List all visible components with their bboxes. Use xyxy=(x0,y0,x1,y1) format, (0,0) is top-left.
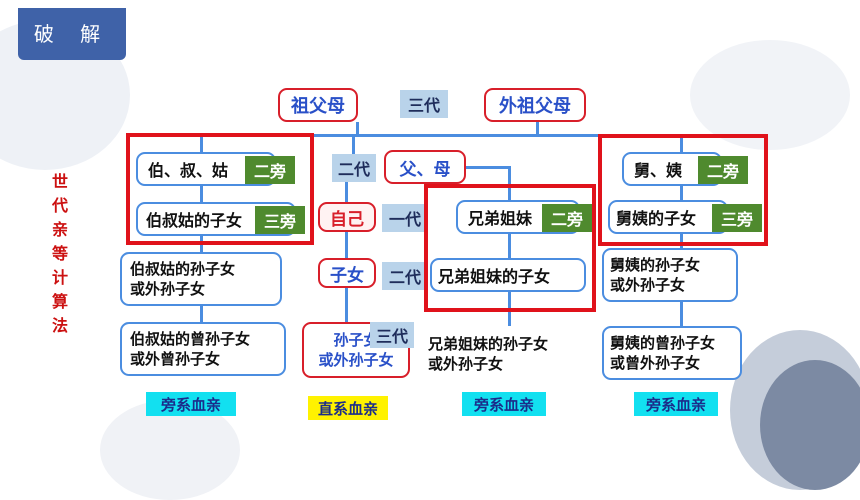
connector-line xyxy=(680,184,683,200)
generation-label: 三代 xyxy=(400,90,448,118)
node-label: 兄弟姐妹 xyxy=(468,209,533,228)
caption-collateral: 旁系血亲 xyxy=(634,392,718,416)
node-label: 孙子女 或外孙子女 xyxy=(318,331,394,369)
connector-line xyxy=(356,122,359,136)
tag-third-collateral: 三旁 xyxy=(712,204,762,232)
connector-line xyxy=(130,134,730,137)
tag-second-collateral: 二旁 xyxy=(542,204,592,232)
node-label: 伯叔姑的子女 xyxy=(146,211,243,230)
connector-line xyxy=(536,122,539,136)
background-blob xyxy=(100,400,240,500)
side-title: 世代亲等计算法 xyxy=(51,172,68,335)
highlight-frame xyxy=(598,134,768,246)
node-label: 兄弟姐妹的孙子女 或外孙子女 xyxy=(428,335,549,373)
node-label: 伯叔姑的孙子女 或外孙子女 xyxy=(130,260,236,298)
node-grandparents: 祖父母 xyxy=(278,88,358,122)
node-label: 舅、姨 xyxy=(634,161,683,180)
connector-line xyxy=(352,134,355,164)
generation-label: 二代 xyxy=(332,154,376,182)
node-maternal-great-grandchildren: 舅姨的曾孙子女 或曾外孙子女 xyxy=(602,326,742,380)
connector-line xyxy=(345,182,348,204)
connector-line xyxy=(345,288,348,322)
connector-line xyxy=(680,134,683,154)
highlight-frame xyxy=(424,184,596,312)
generation-label: 三代 xyxy=(370,322,414,348)
connector-line xyxy=(200,134,203,154)
connector-line xyxy=(345,232,348,258)
node-label: 伯、叔、姑 xyxy=(148,161,229,180)
node-label: 舅姨的孙子女 或外孙子女 xyxy=(610,256,701,294)
caption-lineal: 直系血亲 xyxy=(308,396,388,420)
node-label: 舅姨的子女 xyxy=(616,209,697,228)
node-maternal-children: 舅姨的子女 xyxy=(608,200,728,234)
caption-collateral: 旁系血亲 xyxy=(146,392,236,416)
background-blob xyxy=(760,360,860,490)
node-uncles-aunts-great-grandchildren: 伯叔姑的曾孙子女 或外曾孙子女 xyxy=(120,322,286,376)
connector-line xyxy=(680,234,683,248)
highlight-frame xyxy=(126,133,314,245)
node-siblings-grandchildren: 兄弟姐妹的孙子女 或外孙子女 xyxy=(420,326,584,382)
caption-collateral: 旁系血亲 xyxy=(462,392,546,416)
node-label: 兄弟姐妹的子女 xyxy=(438,267,551,286)
generation-label: 一代 xyxy=(382,204,428,232)
generation-label: 二代 xyxy=(382,262,428,290)
node-uncles-aunts-grandchildren: 伯叔姑的孙子女 或外孙子女 xyxy=(120,252,282,306)
node-label: 伯叔姑的曾孙子女 或外曾孙子女 xyxy=(130,330,251,368)
node-siblings-children: 兄弟姐妹的子女 xyxy=(430,258,586,292)
banner-title: 破 解 xyxy=(18,8,126,60)
connector-line xyxy=(508,232,511,260)
node-parents: 父、母 xyxy=(384,150,466,184)
node-label: 舅姨的曾孙子女 或曾外孙子女 xyxy=(610,334,716,372)
connector-line xyxy=(200,184,203,202)
node-maternal-grandchildren: 舅姨的孙子女 或外孙子女 xyxy=(602,248,738,302)
node-maternal-grandparents: 外祖父母 xyxy=(484,88,586,122)
background-blob xyxy=(690,40,850,150)
tag-third-collateral: 三旁 xyxy=(255,206,305,234)
tag-second-collateral: 二旁 xyxy=(698,156,748,184)
connector-line xyxy=(466,166,510,169)
node-children: 子女 xyxy=(318,258,376,288)
node-self: 自己 xyxy=(318,202,376,232)
tag-second-collateral: 二旁 xyxy=(245,156,295,184)
connector-line xyxy=(680,302,683,326)
connector-line xyxy=(508,166,511,200)
connector-line xyxy=(200,306,203,322)
